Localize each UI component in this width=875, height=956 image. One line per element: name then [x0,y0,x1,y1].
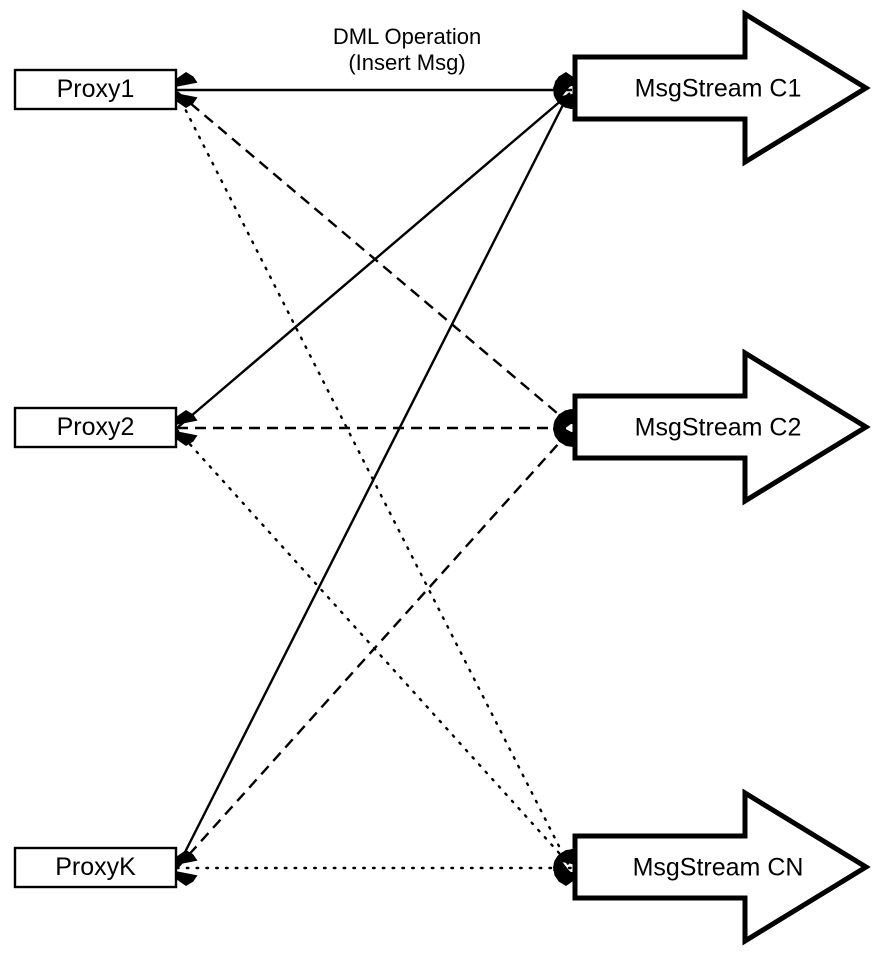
arrowhead-head-proxy2 [160,410,198,446]
stream-arrow-shape-msgstream-c1 [572,9,871,167]
arrowhead-head-proxyK-shape [160,850,198,886]
stream-arrow-msgstream-cn[interactable]: MsgStream CN [572,788,871,946]
proxy-box-proxy2[interactable]: Proxy2 [13,406,178,449]
proxy-box-rect-proxy1 [13,68,178,111]
proxy-box-label-proxy1: Proxy1 [57,75,135,103]
arrowhead-proxyK-to-cn [554,850,592,886]
stream-arrow-shape-msgstream-c2 [572,348,871,506]
annotations-layer: DML Operation(Insert Msg) [333,24,481,75]
proxy-box-rect-proxyK [13,846,178,889]
streams-layer: MsgStream C1 MsgStream C2 MsgStream CN [572,9,871,946]
dml-operation-label: DML Operation(Insert Msg) [333,24,481,75]
proxy-box-rect-proxy2 [13,406,178,449]
stream-arrow-label-msgstream-c1: MsgStream C1 [635,75,802,103]
arrowhead-head-proxy2-shape [160,410,198,446]
arrowhead-proxyK-to-cn-shape [554,850,592,886]
edges-layer [175,88,574,870]
dml-operation-label-line2: (Insert Msg) [348,50,465,75]
stream-arrow-label-msgstream-c2: MsgStream C2 [635,414,802,442]
proxy-box-label-proxyK: ProxyK [55,853,136,881]
stream-arrow-msgstream-c1[interactable]: MsgStream C1 [572,9,871,167]
edge-proxy1-to-cn [175,91,570,866]
stream-arrow-msgstream-c2[interactable]: MsgStream C2 [572,348,871,506]
edge-proxy2-to-cn [175,428,571,866]
edge-proxy2-to-c1 [176,92,571,429]
edge-proxy1-to-c2 [176,91,571,425]
stream-arrow-shape-msgstream-cn [572,788,871,946]
arrowhead-head-proxyK [160,850,198,886]
stream-arrow-label-msgstream-cn: MsgStream CN [633,854,804,882]
arrowhead-head-proxy1 [160,72,198,108]
arrowhead-head-proxy1-shape [160,72,198,108]
edge-proxyK-to-c2 [176,431,570,869]
dml-operation-label-line1: DML Operation [333,24,481,49]
proxy-box-label-proxy2: Proxy2 [57,413,135,441]
proxy-box-proxyK[interactable]: ProxyK [13,846,178,889]
proxy-box-proxy1[interactable]: Proxy1 [13,68,178,111]
edge-proxyK-to-c1 [175,94,570,869]
